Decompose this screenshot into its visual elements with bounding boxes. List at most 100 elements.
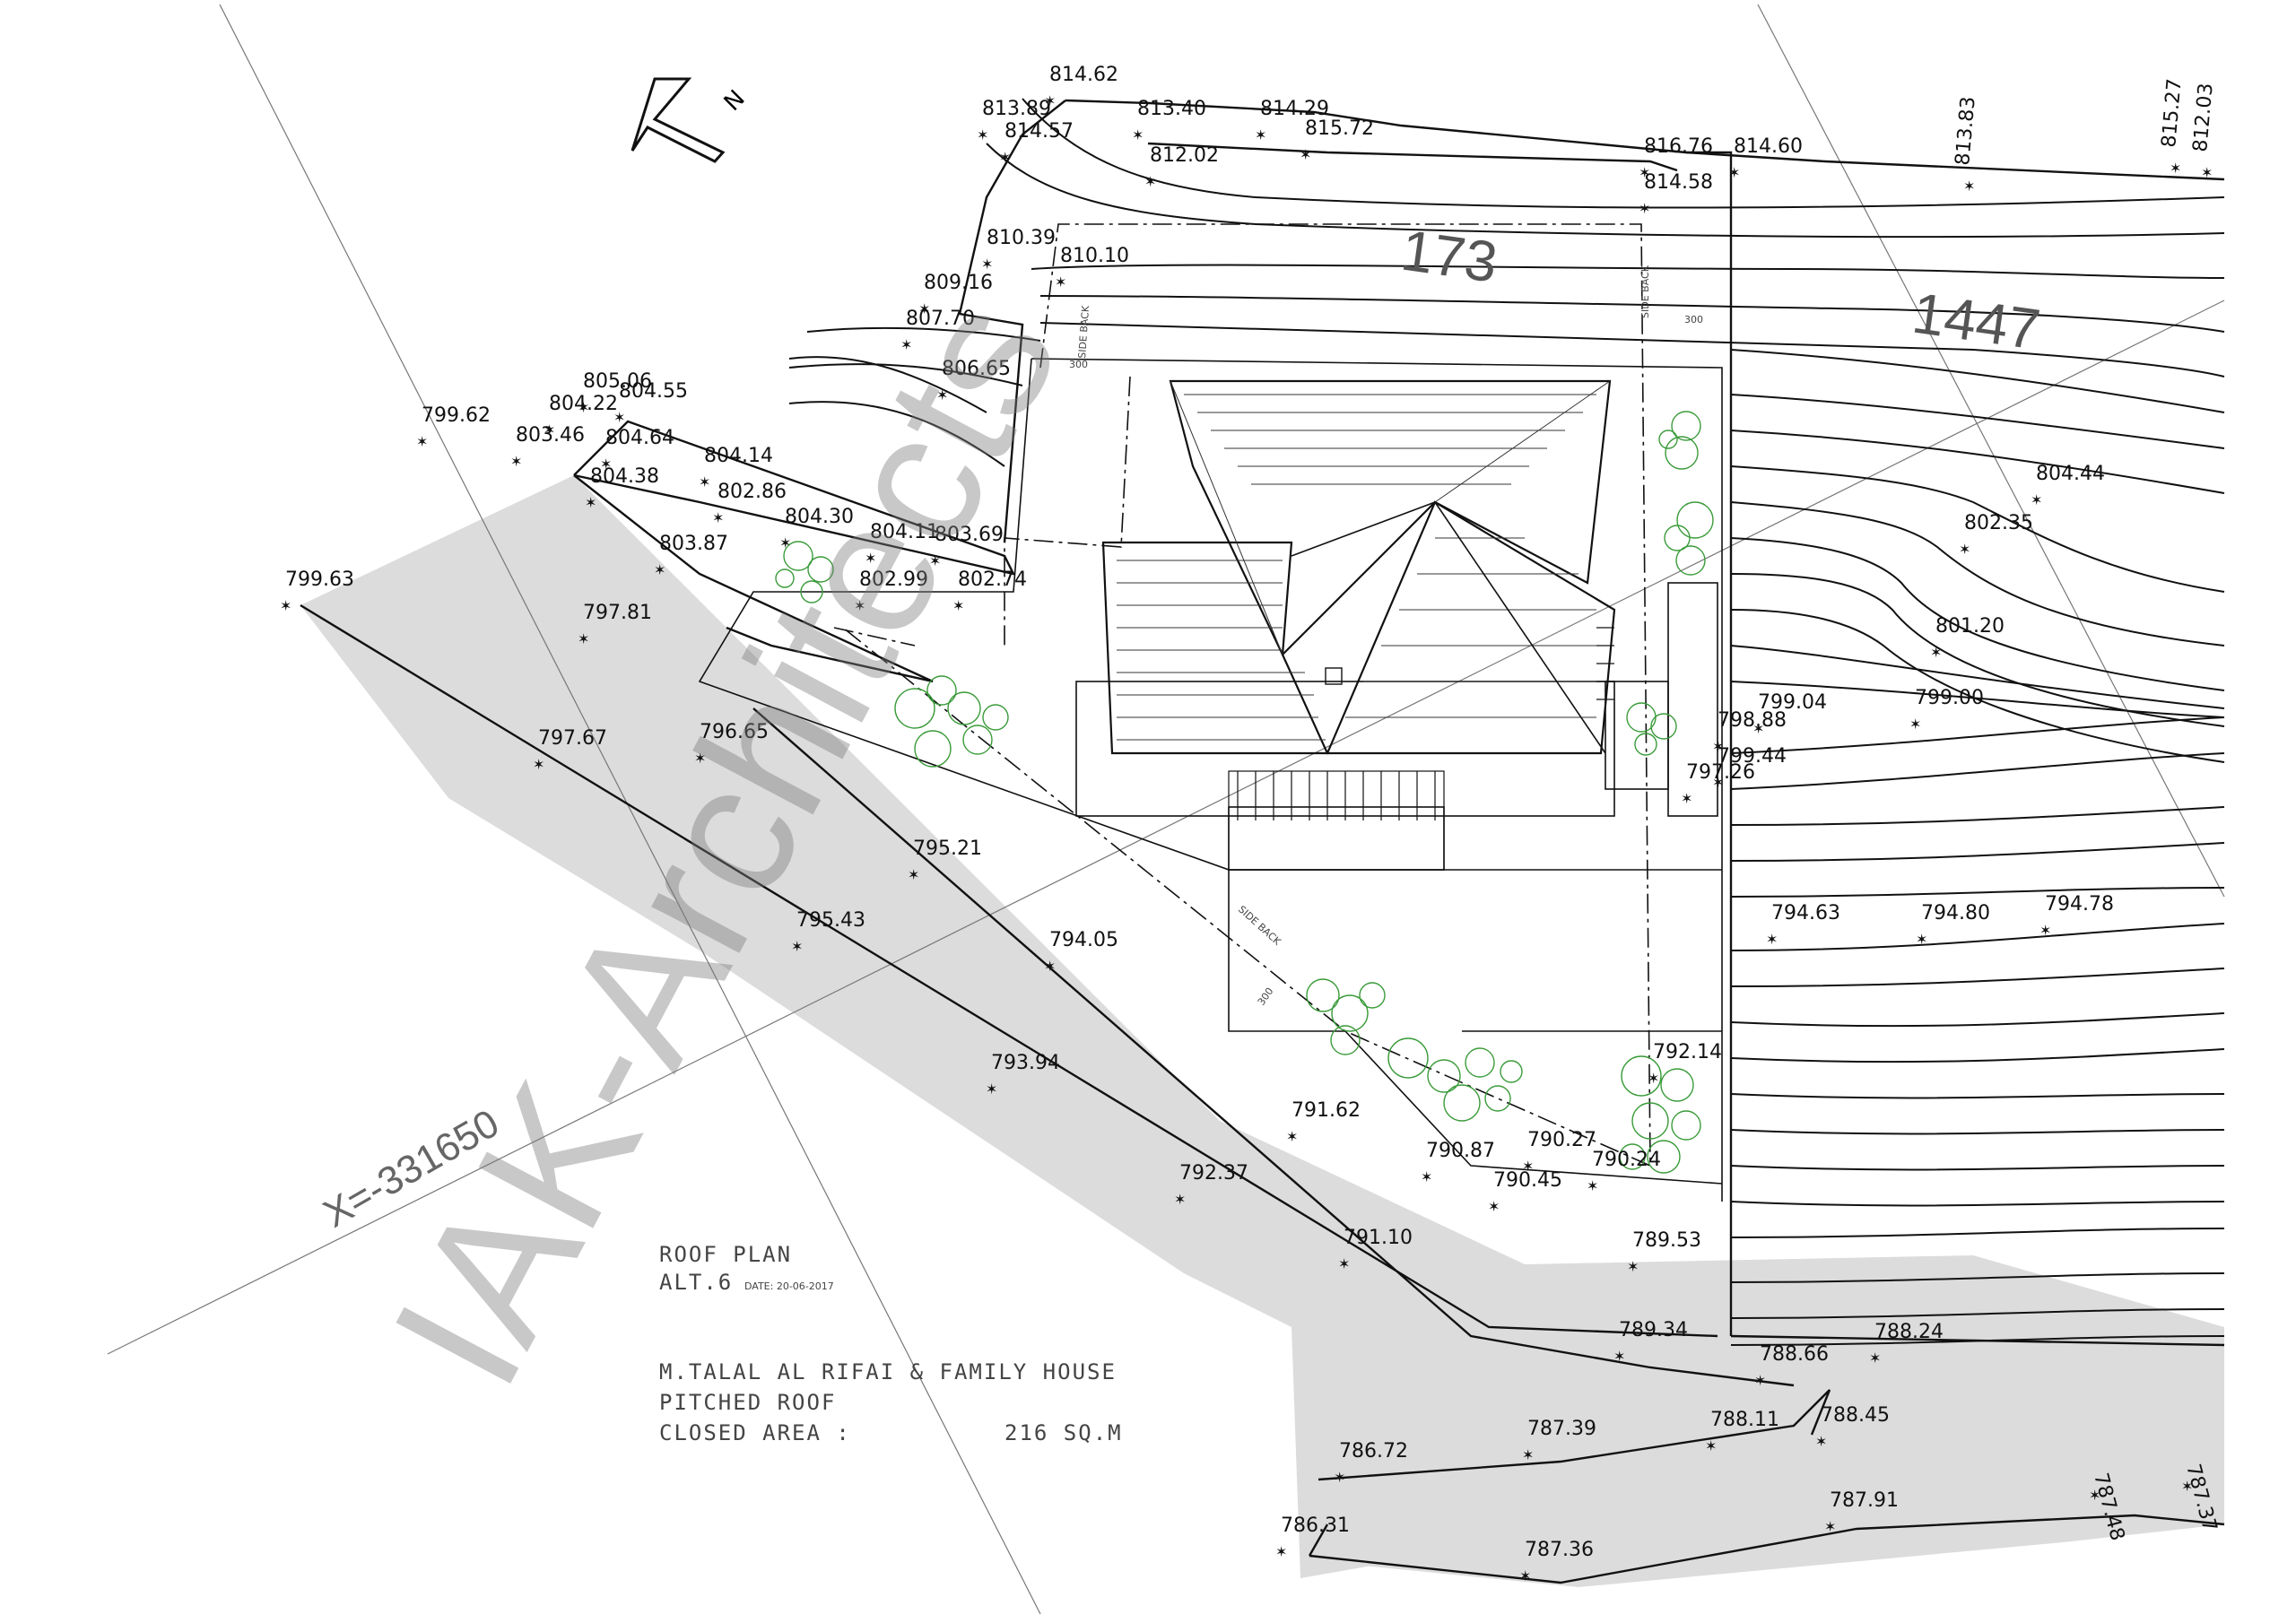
elevation-label: 802.74 (958, 568, 1027, 591)
survey-point-marker: ✶ (1044, 92, 1056, 109)
survey-point-marker: ✶ (1712, 774, 1724, 791)
elevation-label: 809.16 (924, 272, 993, 294)
elevation-label: 814.58 (1644, 171, 1713, 194)
elevation-label: 787.36 (1525, 1539, 1594, 1561)
elevation-label: 813.40 (1137, 98, 1206, 120)
survey-point-marker: ✶ (1639, 200, 1650, 217)
elevation-label: 803.46 (516, 424, 585, 447)
drawing-alt: ALT.6 (659, 1270, 733, 1295)
survey-point-marker: ✶ (1648, 1070, 1659, 1087)
survey-point-marker: ✶ (1144, 173, 1156, 190)
elevation-label: 795.21 (913, 838, 982, 860)
elevation-label: 803.87 (659, 533, 728, 555)
elevation-label: 804.22 (549, 393, 618, 415)
title-block: ROOF PLAN ALT.6 DATE: 20-06-2017 M.TALAL… (659, 1242, 1123, 1445)
elevation-label: 791.10 (1344, 1227, 1413, 1249)
survey-point-marker: ✶ (1728, 164, 1740, 181)
survey-point-marker: ✶ (865, 550, 876, 567)
plot-number-173: 173 (1397, 218, 1501, 295)
survey-point-marker: ✶ (791, 938, 803, 955)
survey-point-marker: ✶ (1300, 146, 1311, 163)
elevation-label: 804.44 (2036, 463, 2105, 485)
drawing-date: DATE: 20-06-2017 (744, 1280, 834, 1292)
survey-point-marker: ✶ (1909, 716, 1921, 733)
elevation-label: 798.88 (1718, 709, 1787, 732)
survey-point-marker: ✶ (699, 473, 710, 490)
survey-point-marker: ✶ (1522, 1158, 1534, 1175)
elevation-label: 803.69 (935, 524, 1004, 546)
elevation-label: 812.03 (2189, 82, 2218, 153)
elevation-label: 804.38 (590, 465, 659, 488)
elevation-label: 792.14 (1653, 1041, 1722, 1063)
setback-distance-3: 300 (1256, 985, 1276, 1008)
survey-point-marker: ✶ (1055, 273, 1066, 291)
survey-point-marker: ✶ (2089, 1487, 2100, 1504)
survey-point-marker: ✶ (918, 300, 930, 317)
survey-point-marker: ✶ (1869, 1350, 1881, 1367)
elevation-label: 787.39 (1527, 1418, 1596, 1440)
survey-point-marker: ✶ (2170, 160, 2181, 177)
elevation-label: 807.70 (906, 308, 975, 330)
setback-label-3: SIDE BACK (1236, 904, 1283, 949)
elevation-label: 794.80 (1921, 902, 1990, 924)
survey-point-marker: ✶ (416, 433, 428, 450)
elevation-label: 814.29 (1260, 98, 1329, 120)
elevation-label: 788.11 (1710, 1409, 1779, 1431)
landscape-trees (775, 411, 1714, 1174)
elevation-label: 814.57 (1004, 120, 1074, 143)
north-arrow (631, 77, 726, 163)
elevation-label: 789.34 (1619, 1319, 1688, 1341)
closed-area-value: 216 SQ.M (1004, 1420, 1123, 1445)
shaded-slope-areas (300, 475, 2224, 1587)
survey-point-marker: ✶ (1705, 1437, 1717, 1454)
elevation-label: 814.60 (1734, 135, 1803, 158)
survey-point-marker: ✶ (1338, 1255, 1350, 1272)
survey-point-marker: ✶ (1522, 1446, 1534, 1463)
setback-label-1: SIDE BACK (1076, 305, 1091, 359)
survey-point-marker: ✶ (936, 386, 948, 404)
survey-point-marker: ✶ (2039, 922, 2051, 939)
elevation-label: 802.99 (859, 568, 928, 591)
survey-point-marker: ✶ (712, 509, 724, 526)
survey-point-marker: ✶ (600, 456, 612, 473)
contour-lines (788, 98, 2225, 1346)
house-roof (1101, 379, 1616, 755)
survey-point-marker: ✶ (578, 399, 589, 416)
survey-point-marker: ✶ (1766, 931, 1778, 948)
elevation-label: 804.64 (605, 427, 674, 449)
elevation-label: 794.78 (2045, 893, 2114, 916)
elevation-label: 790.24 (1592, 1149, 1661, 1171)
roof-type: PITCHED ROOF (659, 1390, 836, 1415)
elevation-label: 794.05 (1049, 929, 1118, 951)
survey-point-marker: ✶ (1334, 1469, 1345, 1486)
elevation-label: 814.62 (1049, 64, 1118, 86)
elevation-label: 786.31 (1281, 1515, 1350, 1537)
survey-point-marker: ✶ (929, 552, 941, 569)
setback-distance-1: 300 (1069, 359, 1088, 370)
elevation-label: 806.65 (942, 358, 1011, 380)
elevation-label: 802.86 (718, 481, 787, 503)
closed-area-label: CLOSED AREA : (659, 1420, 851, 1445)
elevation-label: 797.26 (1686, 761, 1755, 784)
survey-point-marker: ✶ (1712, 738, 1724, 755)
setback-label-2: SIDE BACK (1639, 265, 1651, 318)
survey-point-marker: ✶ (1255, 126, 1266, 143)
elevation-label: 812.02 (1150, 144, 1219, 167)
elevation-label: 794.63 (1771, 902, 1840, 924)
survey-point-marker: ✶ (1959, 541, 1970, 558)
survey-point-marker: ✶ (1044, 958, 1056, 975)
survey-point-marker: ✶ (1754, 1372, 1766, 1389)
elevation-label: 787.91 (1830, 1489, 1899, 1512)
survey-point-marker: ✶ (1587, 1177, 1598, 1194)
survey-point-marker: ✶ (654, 561, 665, 578)
elevation-label: 795.43 (796, 909, 865, 932)
elevation-label: 799.62 (422, 404, 491, 427)
elevation-label: 815.72 (1305, 117, 1374, 140)
elevation-label: 796.65 (700, 721, 769, 743)
survey-point-marker: ✶ (585, 494, 596, 511)
elevation-label: 791.62 (1292, 1099, 1361, 1122)
survey-point-marker: ✶ (2181, 1478, 2193, 1495)
elevation-label: 801.20 (1935, 615, 2005, 638)
survey-point-marker: ✶ (977, 126, 988, 143)
